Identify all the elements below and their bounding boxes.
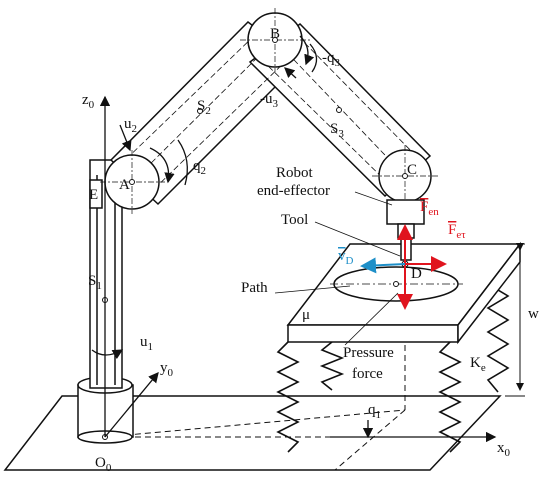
label-u1: u1 [140, 334, 153, 353]
leader-lines [274, 191, 401, 346]
label-S1: S1 [88, 273, 102, 292]
label-S3: S3 [330, 121, 344, 140]
label-Fen: Fen [420, 199, 439, 218]
labels: z0 y0 x0 O0 u1 u2 -u3 q1 q2 -q3 A B C D … [82, 26, 539, 474]
spring-left [276, 341, 300, 453]
label-robot-line1: Robot [276, 165, 314, 181]
label-mu: μ [302, 307, 310, 323]
label-z0: z0 [82, 92, 95, 111]
rotation-arrows [91, 35, 318, 360]
label-tool: Tool [281, 212, 308, 228]
spring-right-front [438, 341, 462, 453]
label-u3: -u3 [260, 91, 279, 110]
label-q2: q2 [193, 158, 206, 177]
label-Ke: Ke [470, 355, 486, 374]
label-E: E [89, 187, 98, 203]
label-vD: vD [338, 248, 354, 267]
label-q3: -q3 [322, 50, 341, 69]
label-q1: q1 [368, 402, 381, 421]
label-S2: S2 [197, 98, 211, 117]
label-u2: u2 [124, 116, 137, 135]
height-dimension-w [505, 243, 525, 397]
label-y0: y0 [160, 360, 174, 379]
label-B: B [270, 26, 280, 42]
label-x0: x0 [497, 440, 511, 459]
label-O0: O0 [95, 455, 112, 474]
axes [99, 95, 497, 443]
label-w: w [528, 306, 539, 322]
label-Fet: Feτ [448, 222, 466, 241]
forces [360, 224, 447, 310]
label-pressure-2: force [352, 366, 383, 382]
spring-right-back [486, 271, 510, 393]
label-path: Path [241, 280, 268, 296]
label-D: D [411, 266, 422, 282]
label-A: A [119, 177, 130, 193]
label-C: C [407, 162, 417, 178]
spring-middle [319, 341, 345, 391]
label-pressure-1: Pressure [343, 345, 394, 361]
label-robot-line2: end-effector [257, 183, 330, 199]
